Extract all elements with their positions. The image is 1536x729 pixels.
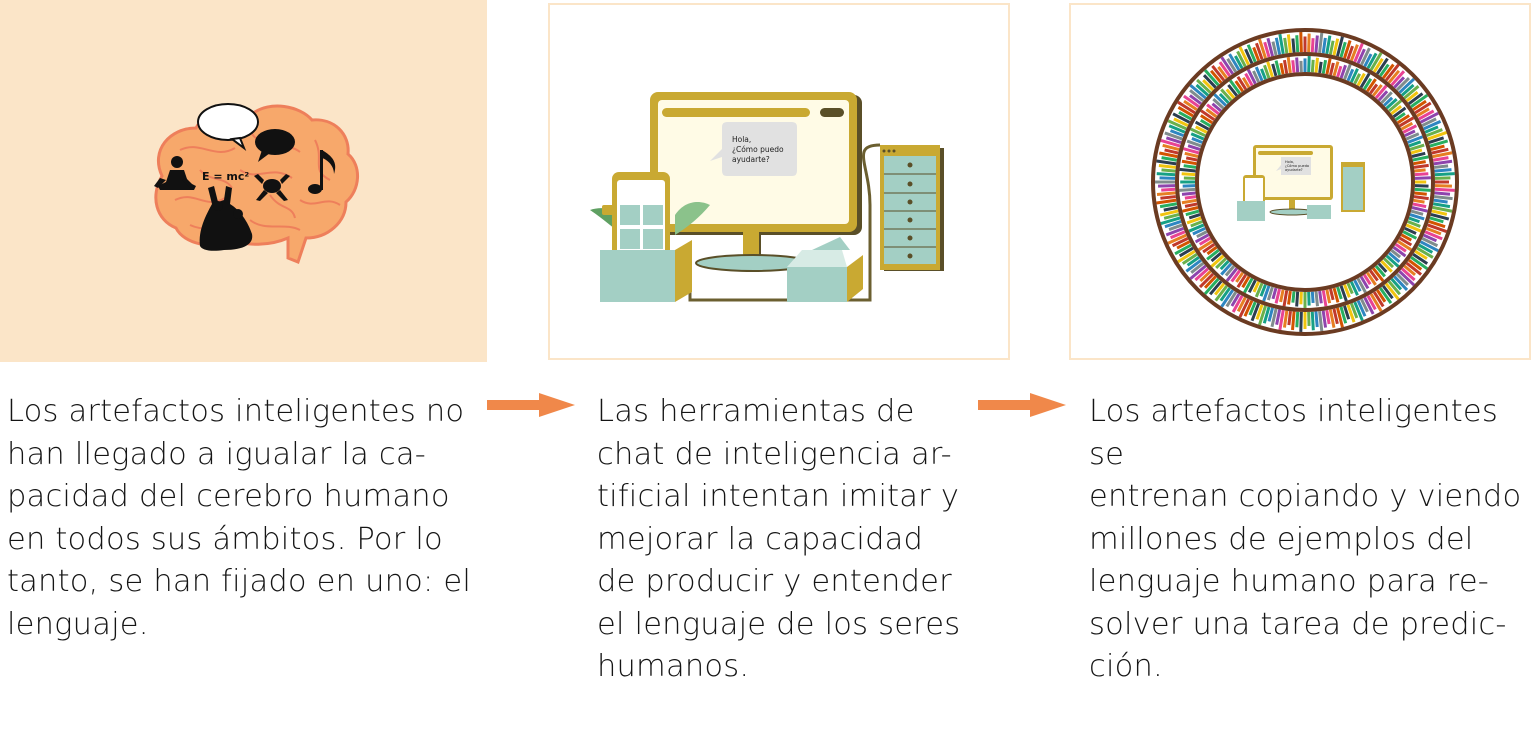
svg-text:E = mc²: E = mc² [202, 170, 249, 183]
meditation-silhouette-icon [154, 156, 196, 190]
speech-bubble-icon [197, 103, 295, 162]
books-ring-icon: Hola, ¿Cómo puedo ayudarte? [1151, 28, 1459, 336]
step-3-caption: Los artefactos inteligentes se entrenan … [1089, 394, 1522, 684]
step-2-caption: Las herramientas de chat de inteligencia… [597, 394, 961, 684]
brain-illustration-panel: E = mc² [0, 0, 487, 362]
arrow-right-icon [978, 393, 1066, 417]
chat-bubble: Hola, ¿Cómo puedo ayudarte? [710, 122, 797, 176]
brain-icon: E = mc² [154, 103, 359, 264]
dancing-crowd-icon [199, 186, 253, 251]
arrow-right-icon [487, 393, 575, 417]
frog-icon [254, 174, 290, 201]
computer-illustration-panel: Hola, ¿Cómo puedo ayudarte? [548, 3, 1010, 360]
books-ring-illustration-panel: Hola, ¿Cómo puedo ayudarte? [1069, 3, 1531, 360]
step-1-caption: Los artefactos inteligentes no han llega… [7, 394, 471, 642]
computer-icon: Hola, ¿Cómo puedo ayudarte? [590, 92, 944, 302]
svg-text:Hola, ¿Cómo puedo: Hola, ¿Cómo puedo ayudarte? [732, 135, 786, 164]
svg-text:Hola, ¿Cómo puedo: Hola, ¿Cómo puedo ayudarte? [1285, 160, 1310, 172]
music-note-icon [308, 150, 336, 194]
